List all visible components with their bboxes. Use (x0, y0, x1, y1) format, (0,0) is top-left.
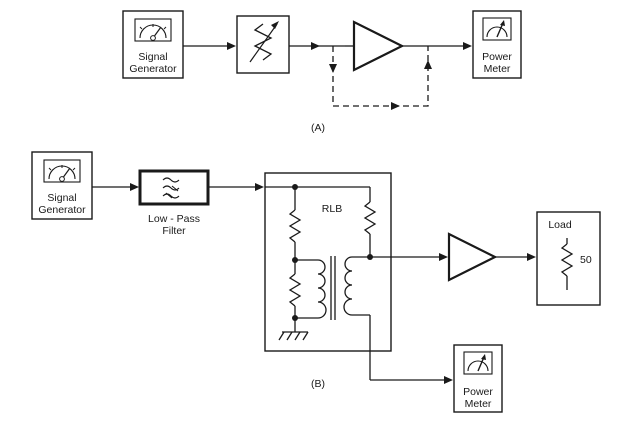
signal-generator-a: Signal Generator (122, 10, 184, 79)
arrowhead-b4 (527, 253, 536, 261)
meter-dial-icon (134, 18, 172, 42)
resistor-icon (363, 201, 377, 235)
amplifier-a-icon (352, 20, 405, 72)
low-pass-filter-label-2: Filter (162, 225, 186, 237)
diagram-a: Signal Generator (122, 10, 522, 134)
power-meter-a: Power Meter (472, 10, 522, 79)
variable-attenuator (236, 15, 290, 74)
caption-a: (A) (311, 122, 325, 134)
power-meter-b-label-1: Power (463, 386, 493, 398)
meter-dial-icon (43, 159, 81, 183)
amplifier-b-icon (447, 232, 498, 282)
caption-b: (B) (311, 378, 325, 390)
transformer-icon (317, 256, 353, 320)
power-meter-a-label-2: Meter (484, 63, 511, 75)
arrowhead-a2 (311, 42, 320, 50)
resistor-icon (288, 209, 302, 243)
signal-generator-a-label-1: Signal (138, 51, 167, 63)
arrowhead-b5 (444, 376, 453, 384)
return-loss-bridge-box (264, 172, 392, 352)
power-meter-a-box (472, 10, 522, 79)
low-pass-filter-label-1: Low - Pass (148, 213, 200, 225)
bridge-label: RLB (322, 203, 342, 215)
power-meter-a-label-1: Power (482, 51, 512, 63)
resistor-icon (560, 243, 574, 277)
diagram-b: Signal Generator Low - Pass Filter RLB (31, 151, 601, 413)
signal-generator-a-box (122, 10, 184, 79)
meter-needle-icon (482, 17, 512, 41)
bypass-path (329, 46, 432, 110)
arrowhead-b3 (439, 253, 448, 261)
load-box (536, 211, 601, 306)
load: Load 50 (536, 211, 601, 306)
arrowhead-b2 (255, 183, 264, 191)
signal-generator-b-label-2: Generator (38, 204, 86, 216)
filter-waves-icon (162, 177, 180, 199)
power-meter-b: Power Meter (453, 344, 503, 413)
load-title: Load (548, 219, 572, 231)
arrowhead-a1 (227, 42, 236, 50)
arrowhead-a3 (463, 42, 472, 50)
power-meter-b-box (453, 344, 503, 413)
resistor-icon (253, 23, 273, 61)
signal-generator-b-label-1: Signal (47, 192, 76, 204)
power-meter-b-label-2: Meter (465, 398, 492, 410)
load-value: 50 (580, 254, 592, 266)
meter-needle-icon (463, 351, 493, 375)
resistor-icon (288, 273, 302, 307)
low-pass-filter: Low - Pass Filter (138, 169, 210, 237)
ground-icon (278, 318, 309, 341)
return-loss-bridge: RLB (264, 172, 392, 352)
signal-generator-b: Signal Generator (31, 151, 93, 220)
signal-generator-a-label-2: Generator (129, 63, 177, 75)
adjust-arrow-icon (249, 23, 278, 63)
signal-generator-b-box (31, 151, 93, 220)
arrowhead-b1 (130, 183, 139, 191)
